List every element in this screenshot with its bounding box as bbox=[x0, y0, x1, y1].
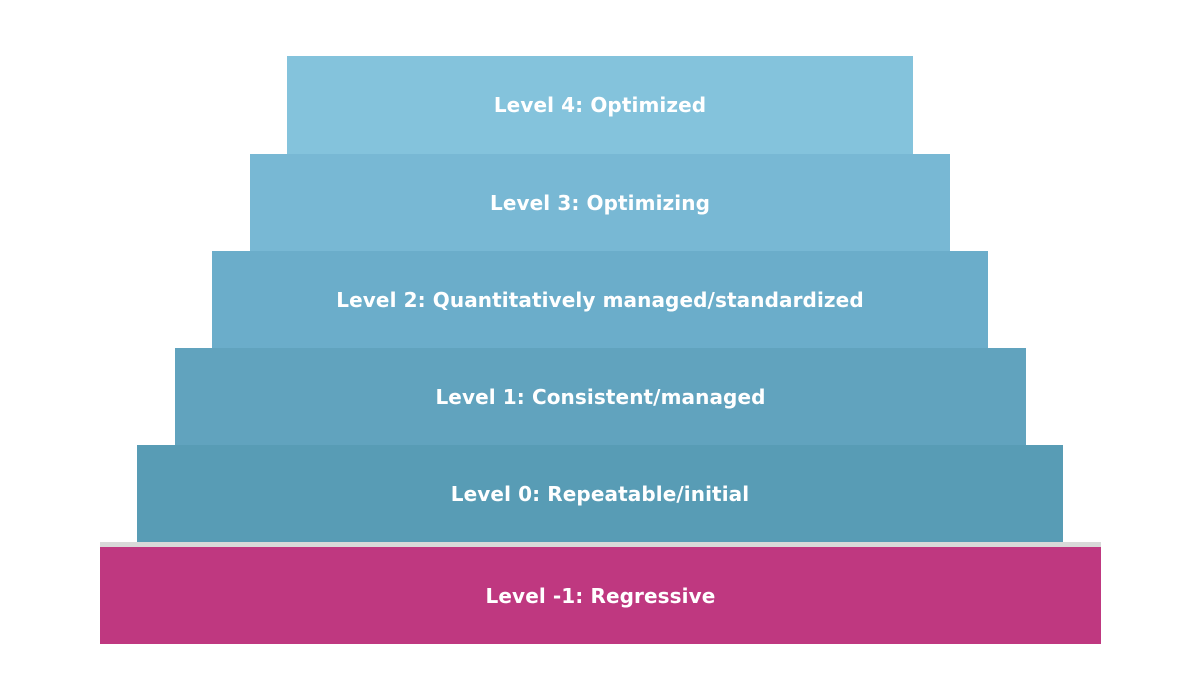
level-3-label: Level 3: Optimizing bbox=[490, 190, 710, 215]
level-1-label: Level 1: Consistent/managed bbox=[435, 384, 766, 409]
level-4-optimized: Level 4: Optimized bbox=[287, 56, 913, 154]
level-4-label: Level 4: Optimized bbox=[493, 93, 707, 117]
level-0-repeatable-initial: Level 0: Repeatable/initial bbox=[137, 445, 1063, 542]
level-3-optimizing: Level 3: Optimizing bbox=[250, 154, 950, 251]
level-minus-1-regressive: Level -1: Regressive bbox=[100, 547, 1101, 644]
level-1-consistent-managed: Level 1: Consistent/managed bbox=[175, 348, 1026, 445]
baseline-divider bbox=[100, 542, 1101, 547]
level-2-quantitatively-managed: Level 2: Quantitatively managed/standard… bbox=[212, 251, 988, 348]
level-minus-1-label: Level -1: Regressive bbox=[485, 583, 716, 608]
level-0-label: Level 0: Repeatable/initial bbox=[450, 481, 750, 506]
level-2-label: Level 2: Quantitatively managed/standard… bbox=[336, 287, 864, 312]
